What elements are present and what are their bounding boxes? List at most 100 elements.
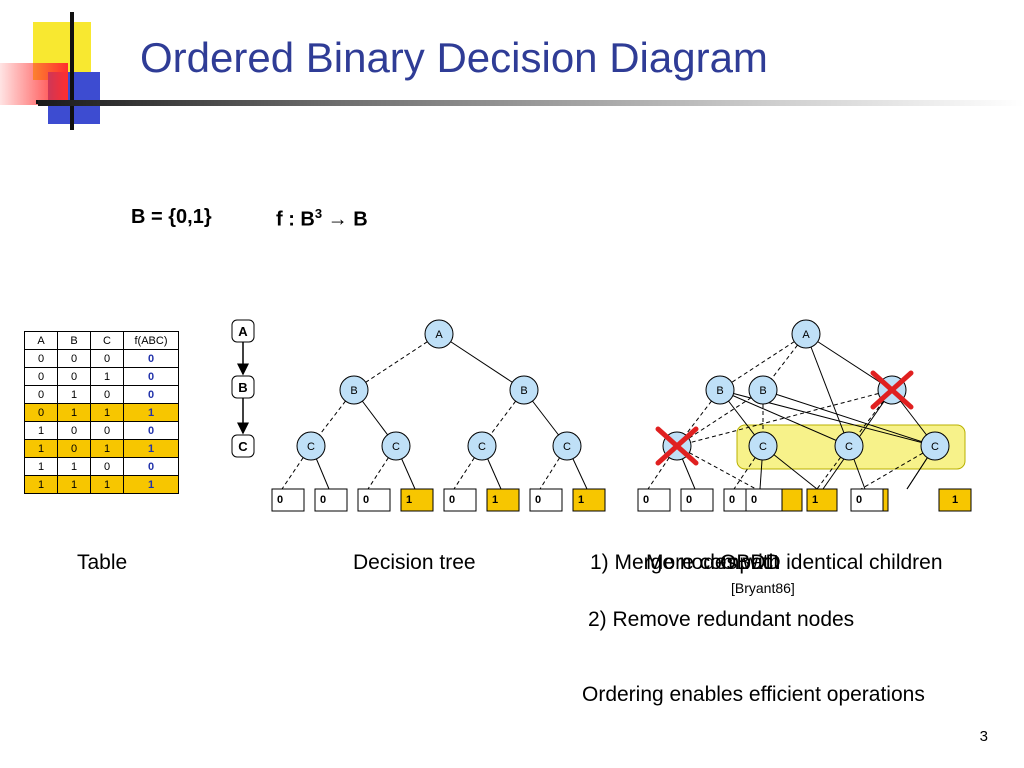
cell-f: 1 — [123, 403, 179, 422]
tree-leaf-label: 0 — [363, 494, 369, 506]
reduced-leaf-label: 0 — [856, 494, 862, 506]
set-definition: B = {0,1} — [131, 206, 212, 228]
corner-decoration — [0, 0, 140, 140]
order-node-label: B — [238, 380, 247, 395]
tree-node-b — [509, 375, 539, 405]
reduced-leaf-hidden — [779, 488, 803, 512]
title-underline — [38, 100, 1024, 106]
reduced-leaf — [637, 488, 671, 512]
reduced-node-b-label: B — [716, 385, 723, 397]
reduced-leaf — [806, 488, 838, 512]
reduced-leaf-label: 0 — [686, 494, 692, 506]
reduced-leaf-label: 0 — [751, 494, 757, 506]
reduced-edge-low — [676, 389, 893, 447]
decor-vertical-line — [70, 12, 74, 130]
tree-leaf-label: 0 — [449, 494, 455, 506]
reduced-leaf-one-label: 1 — [952, 494, 958, 506]
reduced-leaf — [745, 488, 783, 512]
label-ordering: Ordering enables efficient operations — [582, 683, 925, 706]
citation: [Bryant86] — [731, 580, 795, 596]
cell-b: 1 — [57, 403, 91, 422]
tree-edge-high — [438, 333, 525, 391]
tree-node-c — [552, 431, 582, 461]
function-suffix: → B — [322, 208, 368, 231]
tree-leaf-label: 0 — [535, 494, 541, 506]
reduced-leaf — [680, 488, 714, 512]
reduced-edge-low — [719, 333, 807, 391]
tree-leaf-label: 1 — [492, 494, 498, 506]
label-obdd: OBDD — [720, 551, 781, 574]
header-f: f(ABC) — [123, 331, 179, 350]
tree-leaf-label: 1 — [406, 494, 412, 506]
reduced-edge-high — [719, 389, 850, 447]
reduced-leaf-label: 0 — [643, 494, 649, 506]
reduced-node-c — [920, 431, 950, 461]
reduced-node-c — [748, 431, 778, 461]
tree-node-c — [381, 431, 411, 461]
tree-node-c-label: C — [392, 441, 400, 453]
cell-b: 1 — [57, 475, 91, 494]
reduced-edge-low — [676, 445, 757, 490]
tree-leaf — [529, 488, 563, 512]
tree-node-c — [296, 431, 326, 461]
label-decision-tree: Decision tree — [353, 551, 476, 574]
reduced-edge-low — [676, 389, 764, 447]
reduced-node-c — [834, 431, 864, 461]
tree-leaf — [314, 488, 348, 512]
tree-edge-low — [353, 333, 440, 391]
reduced-node-b — [705, 375, 735, 405]
reduced-node-a-label: A — [802, 329, 810, 341]
function-prefix: f : B — [276, 208, 315, 231]
cell-a: 0 — [24, 403, 58, 422]
reduced-node-c-label: C — [759, 441, 767, 453]
cell-f: 1 — [123, 439, 179, 458]
cell-b: 0 — [57, 439, 91, 458]
tree-node-b — [339, 375, 369, 405]
reduced-node-b — [748, 375, 778, 405]
tree-node-c-label: C — [478, 441, 486, 453]
label-table: Table — [77, 551, 128, 574]
reduced-edge-high — [805, 333, 850, 447]
tree-node-b-label: B — [350, 385, 357, 397]
label-more-compact: More compact — [646, 551, 780, 574]
label-merge-step: 1) Merge nodes with identical children — [590, 551, 943, 574]
tree-node-a-label: A — [435, 329, 443, 341]
slide-title: Ordered Binary Decision Diagram — [140, 34, 768, 81]
tree-leaf — [400, 488, 434, 512]
truth-table-header-row: A B C f(ABC) — [24, 331, 179, 350]
reduced-node-c-label: C — [931, 441, 939, 453]
decor-red-bar — [0, 63, 68, 105]
remove-cross-icon — [870, 370, 914, 410]
cell-c: 1 — [90, 439, 124, 458]
tree-node-c-label: C — [307, 441, 315, 453]
order-node-c — [231, 434, 255, 458]
reduced-node-b-label: B — [759, 385, 766, 397]
tree-node-a — [424, 319, 454, 349]
reduced-leaf-label: 1 — [812, 494, 818, 506]
tree-node-c — [467, 431, 497, 461]
order-node-label: A — [238, 324, 248, 339]
function-signature: f : B3 → B — [276, 206, 368, 232]
tree-leaf-label: 1 — [578, 494, 584, 506]
tree-leaf-label: 0 — [277, 494, 283, 506]
tree-leaf — [572, 488, 606, 512]
tree-leaf — [486, 488, 520, 512]
tree-node-b-label: B — [520, 385, 527, 397]
reduced-edge-high — [762, 389, 936, 447]
tree-node-c-label: C — [563, 441, 571, 453]
reduced-node-a — [791, 319, 821, 349]
header-a: A — [24, 331, 58, 350]
function-exponent: 3 — [314, 206, 323, 221]
reduced-edge-high — [805, 333, 893, 391]
tree-leaf — [357, 488, 391, 512]
slide-number: 3 — [979, 728, 988, 745]
